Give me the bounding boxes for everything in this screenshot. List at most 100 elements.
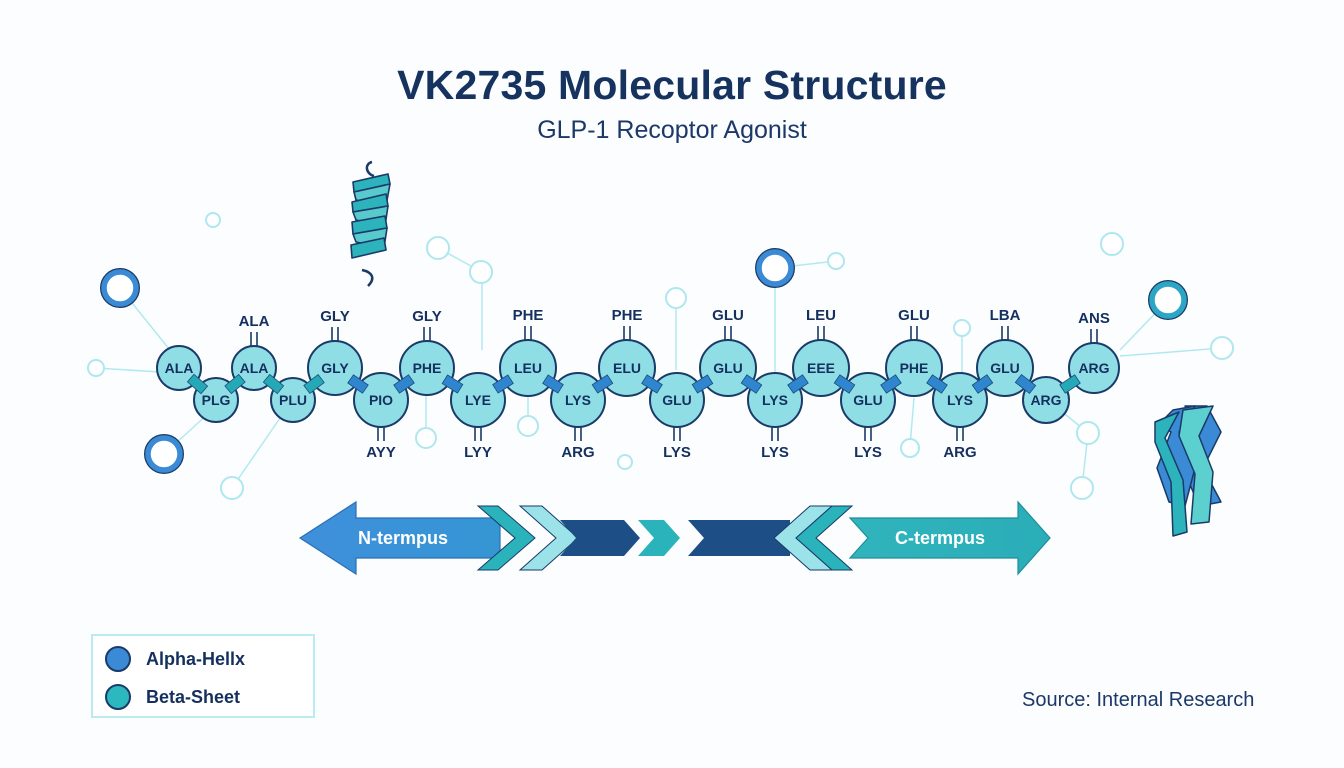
peptide-bond	[787, 374, 809, 394]
residue-label: PLU	[279, 392, 307, 408]
satellite-atom	[415, 427, 437, 449]
alpha-helix-dot-icon	[105, 646, 131, 672]
side-chain-label: LYY	[464, 444, 492, 461]
residue-label: ELU	[613, 360, 641, 376]
ring-atom	[1149, 281, 1187, 319]
satellite-atom	[426, 236, 450, 260]
peptide-bond	[347, 374, 369, 394]
residue-circle	[1068, 342, 1120, 394]
peptide-bond	[441, 374, 464, 394]
residue-lower: ARG LYS	[550, 372, 606, 461]
side-chain-label: ALA	[239, 313, 270, 330]
connector-line	[909, 397, 915, 447]
satellite-atom	[900, 438, 920, 458]
satellite-atom	[1070, 476, 1094, 500]
residue-label: LYS	[762, 392, 788, 408]
c-terminus-label: C-termpus	[895, 528, 985, 548]
residue-label: ALA	[165, 360, 194, 376]
ring-atom	[101, 269, 139, 307]
peptide-bond	[303, 374, 325, 394]
side-chain-label: PHE	[513, 307, 544, 324]
satellite-atom	[205, 212, 221, 228]
peptide-bond	[971, 374, 994, 394]
peptide-bond	[224, 373, 246, 395]
residue-label: ALA	[240, 360, 269, 376]
peptide-bond	[262, 373, 285, 395]
satellite-atom	[220, 476, 244, 500]
legend: Alpha-Hellx Beta-Sheet	[91, 634, 315, 718]
diagram-subtitle: GLP-1 Recoptor Agonist	[537, 116, 807, 144]
residue-label: EEE	[807, 360, 835, 376]
side-chain-label: LEU	[806, 307, 836, 324]
beta-strand-ribbon-icon	[1154, 405, 1222, 537]
legend-item-alpha-helix: Alpha-Hellx	[105, 646, 245, 672]
beta-sheet-dot-icon	[105, 684, 131, 710]
side-chain-label: GLY	[412, 308, 441, 325]
satellite-atom	[827, 252, 845, 270]
ring-atom	[756, 249, 794, 287]
residue-circle	[1022, 376, 1070, 424]
peptide-bond	[926, 374, 948, 394]
connector-line	[95, 367, 161, 373]
diagram-title: VK2735 Molecular Structure	[397, 62, 947, 108]
side-chain-label: ARG	[943, 444, 976, 461]
dark-segment-left	[560, 520, 640, 556]
side-chain-label: LYS	[663, 444, 691, 461]
peptide-bond	[186, 373, 209, 395]
residue-label: GLU	[853, 392, 883, 408]
legend-label: Alpha-Hellx	[146, 648, 246, 669]
peptide-bond	[542, 374, 564, 394]
c-chevron-2	[795, 505, 854, 571]
n-terminus-label: N-termpus	[358, 528, 448, 548]
c-terminus-arrow	[848, 500, 1051, 576]
residue-circle	[270, 377, 316, 423]
peptide-bond	[1014, 373, 1037, 395]
residue-label: PHE	[413, 360, 442, 376]
side-chain-label: ARG	[561, 444, 594, 461]
peptide-bond	[641, 374, 663, 394]
residue-label: LEU	[514, 360, 542, 376]
residue-circle	[598, 339, 656, 397]
ring-atom	[145, 435, 183, 473]
termini-arrow-band: N-termpus C-termpus	[298, 500, 1051, 576]
residue-label: GLU	[713, 360, 743, 376]
residue-label: LYE	[465, 392, 491, 408]
connector-line	[1119, 347, 1223, 357]
side-chain-label: LYS	[854, 444, 882, 461]
middle-chevron	[638, 520, 680, 556]
residue-lower: LYY LYE	[450, 372, 506, 461]
peptide-bond	[880, 374, 902, 394]
side-chain-label: GLU	[898, 307, 930, 324]
residue-upper: PHE LEU	[499, 307, 557, 397]
peptide-bond	[1059, 374, 1081, 394]
satellite-atom	[1076, 421, 1100, 445]
peptide-chain: ALAALAALAGLYGLYGLYPHEPHELEUPHEELUGLUGLUL…	[156, 307, 1120, 461]
side-chain-label: GLU	[712, 307, 744, 324]
residue-lower: ARG	[1022, 376, 1070, 424]
peptide-bond	[492, 374, 514, 394]
peptide-bond	[393, 374, 415, 394]
peptide-bond	[591, 374, 614, 394]
satellite-atom	[953, 319, 971, 337]
n-chevron-1	[476, 505, 536, 571]
satellite-atom	[87, 359, 105, 377]
side-chain-label: AYY	[366, 444, 395, 461]
source-note: Source: Internal Research	[1022, 689, 1255, 711]
residue-label: LYS	[565, 392, 591, 408]
connector-line	[231, 417, 281, 489]
dark-segment-right	[688, 520, 790, 556]
residue-label: LYS	[947, 392, 973, 408]
peptide-bond	[691, 374, 714, 394]
n-terminus-arrow	[298, 500, 501, 576]
legend-label: Beta-Sheet	[146, 686, 241, 707]
side-chain-label: GLY	[320, 308, 349, 325]
residue-circle	[550, 372, 606, 428]
alpha-helix-ribbon-icon	[350, 160, 391, 287]
peptide-bond	[833, 374, 856, 394]
residue-label: PHE	[900, 360, 929, 376]
satellite-atom	[469, 260, 493, 284]
satellite-group	[87, 212, 1234, 500]
